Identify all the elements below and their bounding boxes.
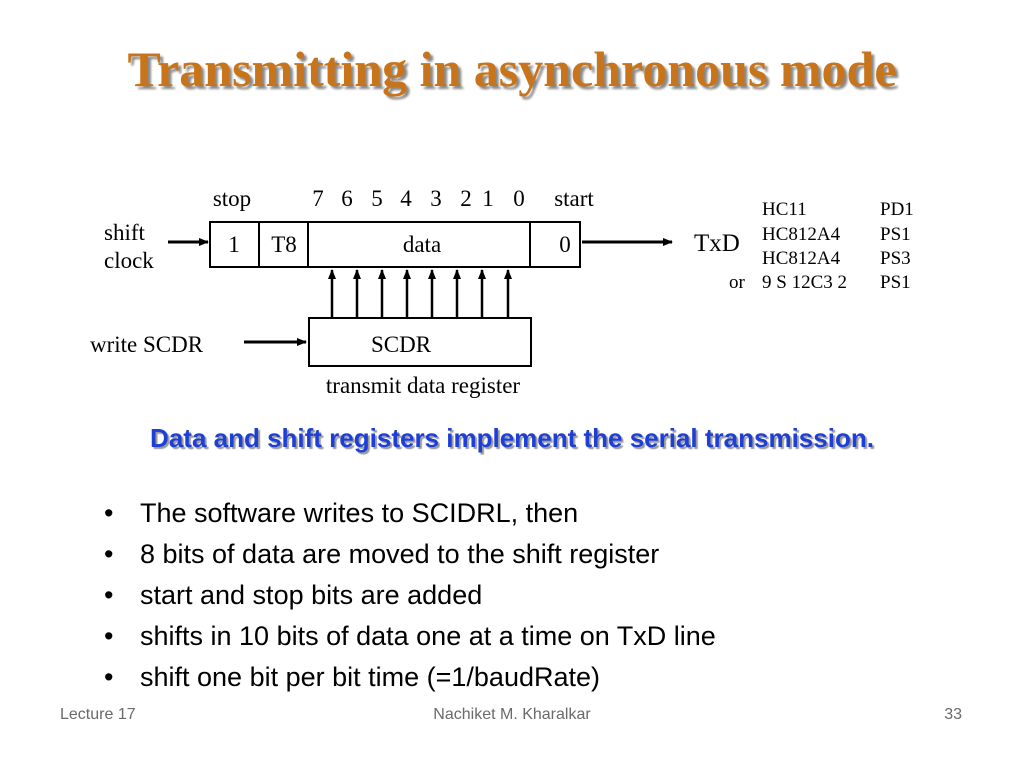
bullet-list: The software writes to SCIDRL, then 8 bi… bbox=[100, 493, 716, 698]
footer-page-number: 33 bbox=[944, 706, 962, 723]
bullet-item: The software writes to SCIDRL, then bbox=[100, 493, 716, 534]
shift-clock-label-line2: clock bbox=[104, 248, 154, 273]
bit-number: 2 bbox=[460, 186, 472, 211]
pin-table-pin: PS1 bbox=[880, 272, 911, 293]
footer-author: Nachiket M. Kharalkar bbox=[433, 706, 591, 723]
bullet-item: start and stop bits are added bbox=[100, 575, 716, 616]
data-bits-cell: data bbox=[403, 232, 441, 257]
slide-subtitle: Data and shift registers implement the s… bbox=[150, 423, 874, 453]
slide-title: Transmitting in asynchronous mode bbox=[127, 41, 897, 97]
bit-number-labels: 7 6 5 4 3 2 1 0 bbox=[312, 186, 525, 211]
pin-table-chip: HC11 bbox=[762, 199, 807, 220]
shift-register-box bbox=[209, 221, 581, 268]
bullet-item: shift one bit per bit time (=1/baudRate) bbox=[100, 657, 716, 698]
shift-register: 1 T8 data 0 bbox=[209, 221, 581, 268]
txd-label: TxD bbox=[694, 230, 740, 257]
bit-number: 0 bbox=[513, 186, 525, 211]
shift-register-diagram: stop 7 6 5 4 3 2 1 0 start shift clock 1… bbox=[90, 186, 914, 398]
start-bit-cell: 0 bbox=[559, 232, 571, 257]
bit-number: 7 bbox=[312, 186, 324, 211]
pin-table-chip: HC812A4 bbox=[762, 224, 841, 245]
scdr-label: SCDR bbox=[371, 332, 432, 357]
bullet-item: 8 bits of data are moved to the shift re… bbox=[100, 534, 716, 575]
scdr-box bbox=[308, 317, 532, 367]
bit-number: 5 bbox=[371, 186, 383, 211]
bit-number: 1 bbox=[482, 186, 494, 211]
pin-table-pin: PD1 bbox=[880, 199, 914, 220]
stop-bit-cell: 1 bbox=[228, 232, 240, 257]
bullet-item: shifts in 10 bits of data one at a time … bbox=[100, 616, 716, 657]
transmit-register-caption: transmit data register bbox=[326, 373, 520, 398]
shift-clock-label-line1: shift bbox=[104, 220, 146, 245]
pin-table-pin: PS3 bbox=[880, 248, 911, 269]
footer-lecture: Lecture 17 bbox=[60, 706, 136, 723]
bit-number: 4 bbox=[400, 186, 412, 211]
pin-table-chip: 9 S 12C3 2 bbox=[762, 272, 847, 293]
write-scdr-label: write SCDR bbox=[90, 332, 204, 357]
parallel-load-arrows bbox=[328, 269, 512, 318]
bit-number: 3 bbox=[430, 186, 442, 211]
t8-bit-cell: T8 bbox=[271, 232, 297, 257]
start-label: start bbox=[554, 186, 594, 211]
or-label: or bbox=[729, 272, 746, 293]
bit-number: 6 bbox=[341, 186, 353, 211]
pin-table-pin: PS1 bbox=[880, 224, 911, 245]
pin-table: HC11 PD1 HC812A4 PS1 HC812A4 PS3 or 9 S … bbox=[729, 199, 914, 293]
stop-label: stop bbox=[213, 186, 251, 211]
pin-table-chip: HC812A4 bbox=[762, 248, 841, 269]
